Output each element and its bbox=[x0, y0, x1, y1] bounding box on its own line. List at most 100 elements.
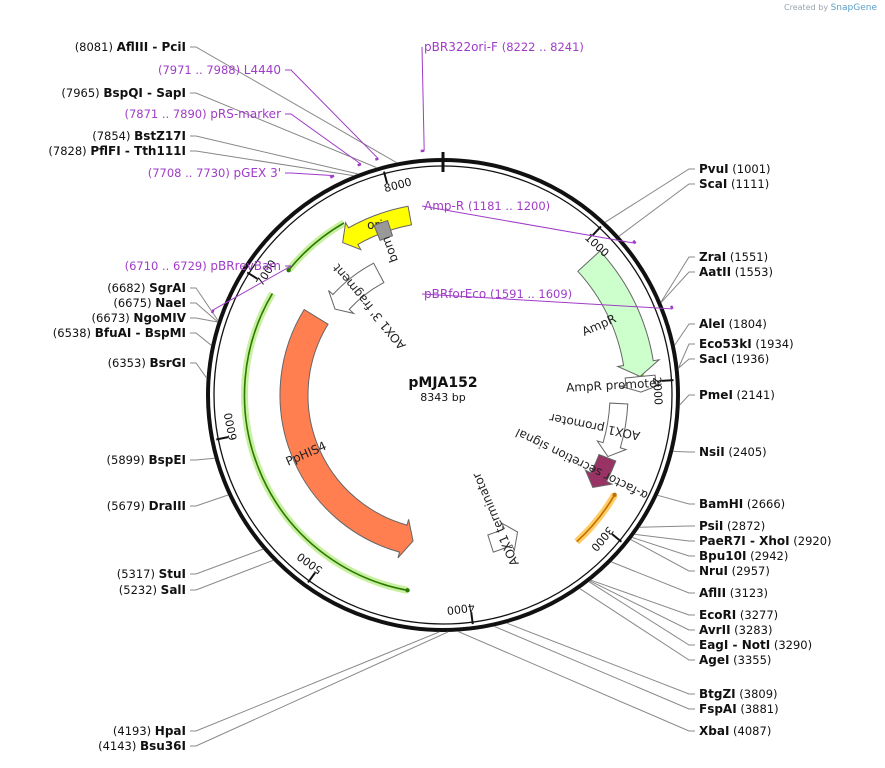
primer-name: pBR322ori-F bbox=[424, 40, 502, 54]
site-position: (1111) bbox=[727, 177, 769, 191]
feature-label: bom bbox=[379, 234, 401, 264]
primer[interactable]: Amp-R (1181 .. 1200) bbox=[424, 199, 550, 213]
ruler-tick bbox=[246, 271, 258, 280]
restriction-site[interactable]: (5679) DraIII bbox=[107, 499, 186, 513]
restriction-site[interactable]: (6673) NgoMIV bbox=[92, 311, 187, 325]
primer-label: (7708 .. 7730) pGEX 3' bbox=[148, 166, 281, 180]
restriction-site[interactable]: (4143) Bsu36I bbox=[98, 739, 186, 753]
restriction-site[interactable]: AflII (3123) bbox=[699, 586, 768, 600]
restriction-site[interactable]: (4193) HpaI bbox=[113, 724, 186, 738]
feature-aox1-promoter[interactable] bbox=[596, 402, 629, 458]
site-leader bbox=[190, 362, 208, 379]
site-leader bbox=[630, 539, 695, 572]
site-enzyme: AvrII bbox=[699, 623, 731, 637]
restriction-site[interactable]: PsiI (2872) bbox=[699, 519, 765, 533]
site-label: XbaI (4087) bbox=[699, 724, 771, 738]
restriction-site[interactable]: NsiI (2405) bbox=[699, 445, 767, 459]
site-leader bbox=[590, 579, 695, 616]
primer[interactable]: pBR322ori-F (8222 .. 8241) bbox=[424, 40, 584, 54]
site-label: (6682) SgrAI bbox=[107, 281, 186, 295]
restriction-site[interactable]: EcoRI (3277) bbox=[699, 608, 778, 622]
restriction-site[interactable]: (6353) BsrGI bbox=[108, 356, 186, 370]
restriction-site[interactable]: (5232) SalI bbox=[119, 583, 186, 597]
site-position: (3355) bbox=[729, 653, 771, 667]
feature-bom[interactable] bbox=[373, 219, 394, 241]
primer-name: L4440 bbox=[244, 63, 281, 77]
restriction-site[interactable]: NruI (2957) bbox=[699, 564, 770, 578]
restriction-site[interactable]: AgeI (3355) bbox=[699, 653, 771, 667]
site-position: (3277) bbox=[736, 608, 778, 622]
feature-ampr[interactable] bbox=[577, 250, 661, 378]
ruler-label: 6000 bbox=[222, 412, 240, 442]
restriction-site[interactable]: AatII (1553) bbox=[699, 265, 773, 279]
restriction-site[interactable]: Eco53kI (1934) bbox=[699, 337, 794, 351]
restriction-site[interactable]: (5899) BspEI bbox=[107, 453, 186, 467]
restriction-site[interactable]: (7828) PflFI - Tth111I bbox=[48, 144, 186, 158]
primer[interactable]: (6710 .. 6729) pBRrevBam bbox=[125, 259, 281, 273]
site-enzyme: - PciI bbox=[148, 40, 186, 54]
site-label: AleI (1804) bbox=[699, 317, 767, 331]
restriction-site[interactable]: PvuI (1001) bbox=[699, 162, 771, 176]
site-leader bbox=[611, 561, 695, 594]
site-enzyme: - Tth111I bbox=[121, 144, 186, 158]
feature-aox1-3-fragment[interactable] bbox=[328, 262, 385, 315]
site-leader bbox=[660, 256, 695, 303]
ruler-label: 2000 bbox=[650, 377, 665, 406]
site-leader bbox=[494, 625, 695, 710]
restriction-site[interactable]: (6682) SgrAI bbox=[107, 281, 186, 295]
feature-aox1-terminator[interactable] bbox=[487, 521, 519, 553]
restriction-site[interactable]: (5317) StuI bbox=[117, 567, 186, 581]
site-label: (6538) BfuAI - BspMI bbox=[53, 326, 186, 340]
restriction-site[interactable]: ZraI (1551) bbox=[699, 250, 768, 264]
plasmid-name: pMJA152 bbox=[408, 375, 477, 391]
site-label: (5317) StuI bbox=[117, 567, 186, 581]
site-position: (7965) bbox=[61, 86, 103, 100]
restriction-site[interactable]: AvrII (3283) bbox=[699, 623, 772, 637]
feature-ampr-promoter[interactable] bbox=[619, 374, 662, 393]
site-leader bbox=[604, 168, 695, 223]
site-position: (3290) bbox=[770, 638, 812, 652]
site-label: NruI (2957) bbox=[699, 564, 770, 578]
site-position: (2942) bbox=[746, 549, 788, 563]
site-label: PvuI (1001) bbox=[699, 162, 771, 176]
restriction-site[interactable]: (8081) AflIII - PciI bbox=[75, 40, 186, 54]
site-leader bbox=[657, 494, 695, 505]
primer-mark bbox=[210, 309, 215, 314]
site-enzyme: SacI bbox=[699, 352, 727, 366]
feature-factor-secretion-signal[interactable] bbox=[584, 453, 617, 488]
site-label: Bpu10I (2942) bbox=[699, 549, 788, 563]
restriction-site[interactable]: FspAI (3881) bbox=[699, 702, 779, 716]
restriction-site[interactable]: ScaI (1111) bbox=[699, 177, 769, 191]
restriction-site[interactable]: (7965) BspQI - SapI bbox=[61, 86, 186, 100]
primer[interactable]: (7971 .. 7988) L4440 bbox=[158, 63, 281, 77]
restriction-site[interactable]: (6675) NaeI bbox=[113, 296, 186, 310]
site-label: SacI (1936) bbox=[699, 352, 769, 366]
restriction-site[interactable]: BtgZI (3809) bbox=[699, 687, 778, 701]
feature-pphis4[interactable] bbox=[279, 308, 414, 559]
ruler-label: 4000 bbox=[446, 601, 475, 617]
primer-name: Amp-R bbox=[424, 199, 468, 213]
restriction-site[interactable]: PmeI (2141) bbox=[699, 388, 775, 402]
site-leader bbox=[190, 287, 219, 321]
restriction-site[interactable]: (6538) BfuAI - BspMI bbox=[53, 326, 186, 340]
restriction-site[interactable]: XbaI (4087) bbox=[699, 724, 771, 738]
restriction-site[interactable]: BamHI (2666) bbox=[699, 497, 785, 511]
primer[interactable]: (7871 .. 7890) pRS-marker bbox=[124, 107, 281, 121]
feature-label: AOX1 terminator bbox=[469, 470, 521, 568]
restriction-site[interactable]: Bpu10I (2942) bbox=[699, 549, 788, 563]
ruler-tick bbox=[216, 436, 229, 441]
restriction-site[interactable]: PaeR7I - XhoI (2920) bbox=[699, 534, 832, 548]
site-position: (6353) bbox=[108, 356, 150, 370]
site-enzyme: Bsu36I bbox=[140, 739, 186, 753]
site-position: (5679) bbox=[107, 499, 149, 513]
site-enzyme: BamHI bbox=[699, 497, 743, 511]
site-position: (2405) bbox=[725, 445, 767, 459]
primer[interactable]: pBRforEco (1591 .. 1609) bbox=[424, 287, 572, 301]
restriction-site[interactable]: EagI - NotI (3290) bbox=[699, 638, 812, 652]
restriction-site[interactable]: SacI (1936) bbox=[699, 352, 769, 366]
site-leader bbox=[190, 631, 449, 747]
primer[interactable]: (7708 .. 7730) pGEX 3' bbox=[148, 166, 281, 180]
restriction-site[interactable]: AleI (1804) bbox=[699, 317, 767, 331]
site-label: (7854) BstZ17I bbox=[92, 129, 186, 143]
restriction-site[interactable]: (7854) BstZ17I bbox=[92, 129, 186, 143]
